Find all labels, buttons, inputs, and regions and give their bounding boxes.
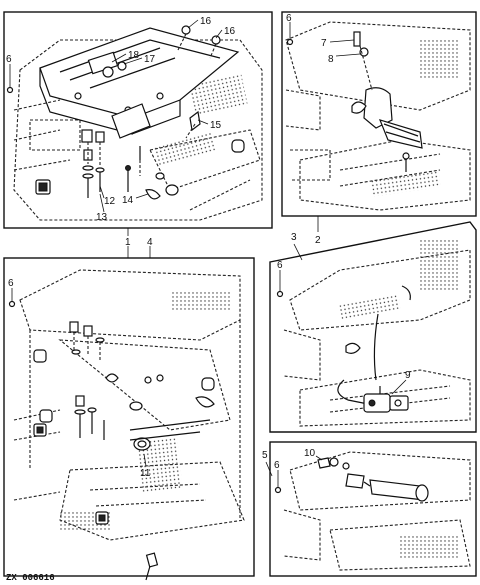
callout-15: 15: [210, 120, 222, 131]
panel-label-4: 4: [147, 237, 153, 248]
clamp: [145, 189, 161, 200]
fastener-stack-left: [81, 129, 105, 198]
seat-platform: [39, 27, 240, 135]
panel-3-machine-frame: [283, 240, 471, 427]
callout-10: 10: [304, 448, 316, 459]
panel-1-machine-frame: [13, 39, 263, 221]
panel-1-4-labels: 1 4: [125, 228, 153, 258]
pressure-switch: [363, 386, 409, 413]
rubber-mounts: [33, 349, 215, 525]
gas-spring-assembly: [351, 87, 423, 172]
callout-9: 9: [405, 370, 411, 381]
panel-5: 6 10: [269, 441, 477, 577]
callout-17: 17: [144, 54, 156, 65]
panel-5-frame: [269, 441, 477, 577]
panel-label-3: 3: [291, 232, 297, 243]
callout-16: 16: [224, 26, 236, 37]
panel-label-5: 5: [262, 450, 268, 461]
callout-6: 6: [8, 278, 14, 289]
panel-label-1: 1: [125, 237, 131, 248]
callout-16: 16: [200, 16, 212, 27]
callout-8: 8: [328, 54, 334, 65]
panel-label-2: 2: [315, 235, 321, 246]
rubber-mount-right: [165, 139, 245, 196]
callout-12: 12: [104, 196, 116, 207]
long-bolt: [145, 552, 159, 581]
panel-3: 6 9: [269, 221, 477, 433]
callout-6: 6: [277, 260, 283, 271]
callout-6: 6: [286, 13, 292, 24]
panel-1-frame: [3, 11, 273, 229]
panel-3-label: 3: [291, 232, 303, 261]
callout-13: 13: [96, 212, 108, 223]
bolt-and-nut: [353, 31, 373, 91]
callout-6: 6: [6, 54, 12, 65]
panel-2-machine-frame: [285, 21, 471, 211]
panel-2-frame: [281, 11, 477, 217]
panel-5-label: 5: [262, 450, 273, 477]
panel-3-frame: [269, 221, 477, 433]
panel-2: 6 7 8: [281, 11, 477, 217]
callout-7: 7: [321, 38, 327, 49]
callout-11: 11: [140, 468, 151, 479]
bushing-11: [133, 437, 151, 451]
panel-4-frame: [3, 257, 255, 577]
callout-14: 14: [122, 195, 134, 206]
panel-2-label: 2: [315, 216, 321, 246]
panel-4: 6 11: [3, 257, 255, 581]
panel-1: 6 16 16 17 18 15 12 13 14: [3, 11, 273, 229]
figure-code: ZX 006616: [6, 573, 55, 583]
callout-18: 18: [128, 50, 140, 61]
rubber-mount-left: [35, 179, 51, 195]
panel-1-leaders: [9, 19, 223, 213]
switch-wiring-harness: [337, 285, 411, 405]
callout-6: 6: [274, 460, 280, 471]
mount-bracket: [111, 103, 151, 139]
cylinder-assembly: [317, 457, 429, 502]
fastener-stacks: [69, 321, 105, 440]
clamps: [105, 373, 215, 411]
panel-5-machine-frame: [283, 451, 471, 571]
